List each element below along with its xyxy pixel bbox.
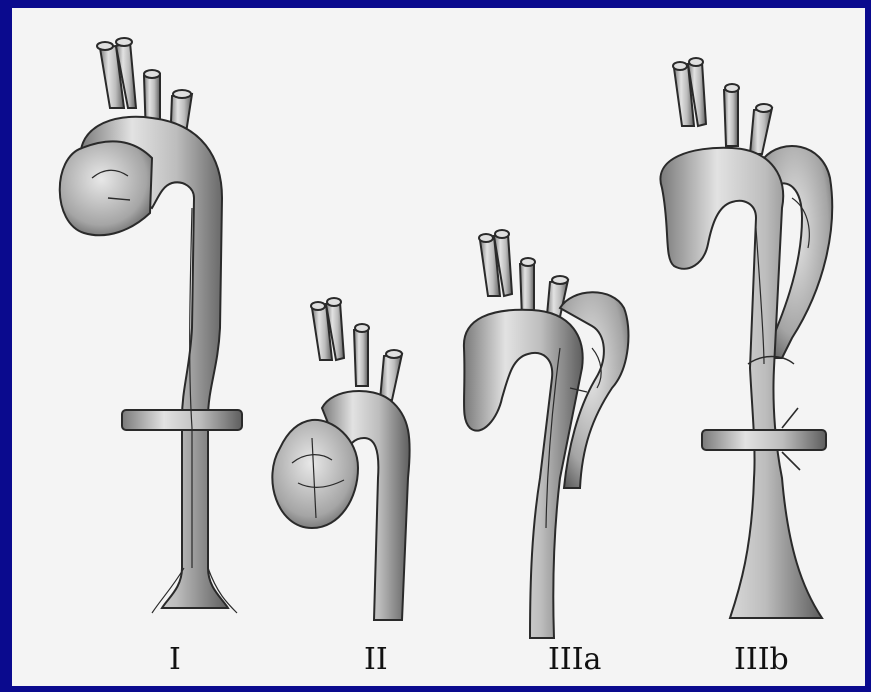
label-type-3b: IIIb [734, 645, 789, 675]
aorta-type-1 [60, 38, 242, 613]
label-type-2: II [364, 645, 388, 675]
label-type-3a: IIIa [548, 645, 601, 675]
aorta-type-3a [464, 230, 629, 638]
label-type-1: I [169, 645, 181, 675]
aorta-type-3b [660, 58, 832, 618]
aorta-type-2 [272, 298, 409, 620]
aorta-dissection-illustration [12, 8, 865, 686]
illustration-panel: I II IIIa IIIb [12, 8, 865, 686]
